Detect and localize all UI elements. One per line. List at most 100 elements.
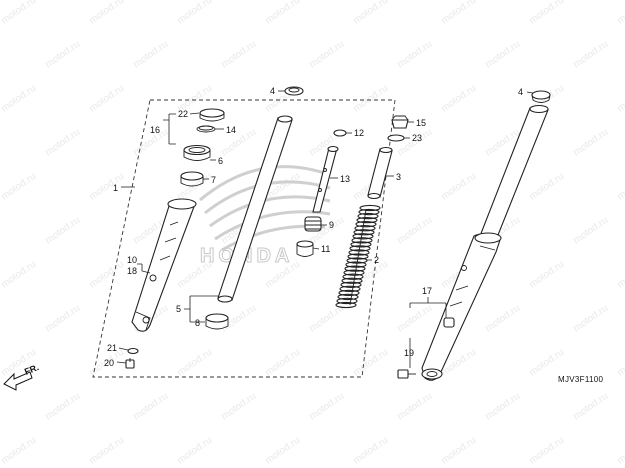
watermark-text: motod.ru: [87, 83, 126, 115]
spring-coil: [358, 208, 380, 216]
callout-17: 17: [422, 286, 432, 296]
part-piston-ring: [333, 129, 347, 137]
watermark-text: motod.ru: [615, 347, 625, 379]
spring-coil: [359, 204, 381, 212]
spring-coil: [352, 233, 374, 240]
part-assembled-fork-right: [421, 104, 549, 381]
part-socket-bolt: [125, 358, 135, 369]
watermark-text: motod.ru: [527, 347, 566, 379]
watermark-text: motod.ru: [307, 391, 346, 423]
callout-11: 11: [321, 244, 330, 254]
part-oil-seal: [183, 144, 211, 161]
watermark-text: motod.ru: [483, 391, 522, 423]
callout-14: 14: [226, 125, 236, 135]
watermark-text: motod.ru: [263, 0, 302, 26]
watermark-text: motod.ru: [615, 83, 625, 115]
spring-coil: [339, 285, 361, 292]
watermark-text: motod.ru: [439, 435, 478, 467]
watermark-text: motod.ru: [571, 39, 610, 71]
part-stopper-ring: [196, 125, 216, 133]
watermark-text: motod.ru: [131, 39, 170, 71]
watermark-text: motod.ru: [439, 0, 478, 26]
watermark-text: motod.ru: [351, 347, 390, 379]
watermark-text: motod.ru: [87, 171, 126, 203]
watermark-text: motod.ru: [307, 39, 346, 71]
spring-coil: [341, 277, 363, 284]
watermark-text: motod.ru: [131, 391, 170, 423]
part-fork-slider-left: [131, 198, 197, 332]
part-fork-bolt-right: [531, 90, 551, 103]
watermark-text: motod.ru: [175, 435, 214, 467]
part-fork-bolt-left: [284, 86, 304, 96]
spring-coil: [342, 273, 364, 280]
watermark-text: motod.ru: [0, 0, 38, 26]
callout-7: 7: [211, 175, 216, 185]
watermark-text: motod.ru: [615, 0, 625, 26]
callout-4-left: 4: [270, 86, 275, 96]
callout-13: 13: [340, 174, 350, 184]
part-oil-lock-piece: [296, 240, 314, 257]
assembly-boundary: [92, 99, 396, 378]
watermark-text: motod.ru: [351, 0, 390, 26]
callout-labels: 4 4 22 16 14 6 7 1 10 18 21 20 5 8 12 13…: [104, 86, 603, 384]
watermark-text: motod.ru: [395, 215, 434, 247]
part-caliper-bolt: [397, 369, 416, 379]
spring-coil: [354, 225, 376, 232]
spring-coil: [353, 229, 375, 236]
watermark-text: motod.ru: [175, 347, 214, 379]
watermark-text: motod.ru: [43, 127, 82, 159]
watermark-text: motod.ru: [571, 215, 610, 247]
spring-coil: [348, 249, 370, 256]
callout-2: 2: [374, 255, 379, 265]
watermark-text: motod.ru: [263, 347, 302, 379]
part-dust-seal: [199, 108, 225, 122]
honda-logo: HONDA: [199, 165, 331, 268]
callout-21: 21: [107, 343, 117, 353]
callout-15: 15: [416, 118, 426, 128]
part-back-up-ring: [180, 171, 204, 187]
watermark-text: motod.ru: [43, 391, 82, 423]
callout-8: 8: [195, 318, 200, 328]
watermark-text: motod.ru: [87, 0, 126, 26]
callout-23: 23: [412, 133, 422, 143]
watermark-text: motod.ru: [527, 0, 566, 26]
spring-coil: [349, 245, 371, 252]
callout-9: 9: [329, 220, 334, 230]
watermark-text: motod.ru: [615, 171, 625, 203]
watermark-text: motod.ru: [571, 391, 610, 423]
callout-22: 22: [178, 109, 188, 119]
watermark-text: motod.ru: [571, 303, 610, 335]
watermark-text: motod.ru: [0, 171, 38, 203]
leader-lines: [116, 90, 534, 368]
spring-coil: [340, 281, 362, 288]
part-o-ring: [387, 134, 405, 142]
spring-coil: [346, 257, 368, 264]
watermark-text: motod.ru: [527, 171, 566, 203]
callout-18: 18: [127, 266, 137, 276]
watermark-text: motod.ru: [395, 39, 434, 71]
watermark-text: motod.ru: [571, 127, 610, 159]
watermark-text: motod.ru: [351, 435, 390, 467]
watermark-text: motod.ru: [527, 259, 566, 291]
watermark-text: motod.ru: [351, 83, 390, 115]
spring-coil: [344, 265, 366, 272]
watermark-text: motod.ru: [43, 303, 82, 335]
spring-coil: [351, 237, 373, 244]
diagram-code: MJV3F1100: [558, 375, 603, 384]
front-direction-arrow: FR.: [3, 362, 40, 391]
watermark-text: motod.ru: [87, 259, 126, 291]
part-fork-piston: [312, 145, 339, 213]
watermark-text: motod.ru: [483, 303, 522, 335]
callout-12: 12: [354, 128, 364, 138]
watermark-text: motod.ru: [0, 435, 38, 467]
watermark-text: motod.ru: [219, 391, 258, 423]
callout-19: 19: [404, 348, 414, 358]
watermark-text: motod.ru: [43, 39, 82, 71]
watermark-text: motod.ru: [439, 171, 478, 203]
spring-coil: [337, 293, 359, 301]
spring-coil: [356, 216, 378, 224]
watermark-text: motod.ru: [615, 259, 625, 291]
callout-4-right: 4: [518, 87, 523, 97]
